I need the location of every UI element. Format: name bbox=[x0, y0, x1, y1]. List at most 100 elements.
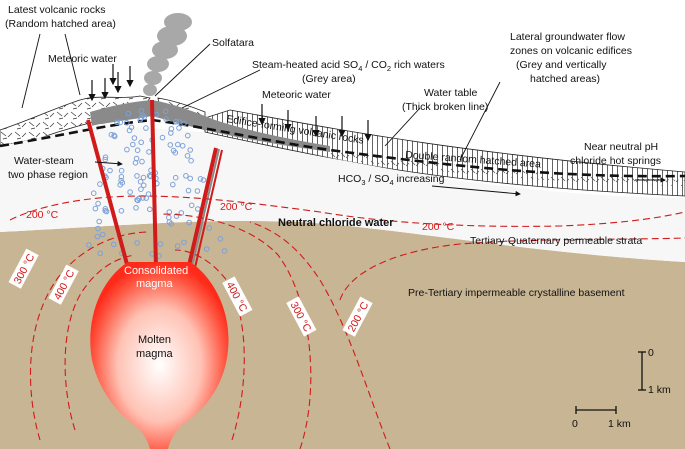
two-phase-bubbles bbox=[86, 108, 228, 259]
conduit-left bbox=[86, 119, 130, 269]
bubble bbox=[107, 167, 113, 174]
label-latest-volcanic-1: Latest volcanic rocks bbox=[8, 4, 105, 16]
isotherm-200-far bbox=[339, 237, 685, 301]
label-steam-heated-2: (Grey area) bbox=[302, 73, 356, 85]
leader-lines bbox=[21, 33, 666, 197]
label-meteoric-left: Meteoric water bbox=[48, 53, 117, 65]
bubble bbox=[170, 181, 176, 188]
bubble bbox=[103, 208, 110, 215]
bubble bbox=[186, 219, 192, 226]
bubble bbox=[124, 146, 130, 153]
bubble bbox=[137, 178, 144, 185]
bubble bbox=[181, 239, 187, 246]
bubble bbox=[102, 156, 108, 163]
scale-horizontal: 0 1 km bbox=[572, 406, 631, 430]
bubble bbox=[108, 131, 115, 138]
bubble bbox=[111, 132, 117, 139]
bubble bbox=[140, 182, 147, 189]
label-latest-volcanic-2: (Random hatched area) bbox=[5, 18, 116, 30]
bubble bbox=[138, 186, 144, 192]
label-solfatara: Solfatara bbox=[212, 37, 254, 49]
bubble bbox=[118, 167, 125, 174]
bubble bbox=[134, 197, 140, 203]
scale-vertical-top: 0 bbox=[648, 347, 654, 359]
label-consolidated-1: Consolidated bbox=[124, 265, 188, 277]
bubble bbox=[183, 173, 189, 179]
bubble bbox=[174, 243, 181, 249]
bubble bbox=[133, 205, 139, 211]
steam-plume bbox=[143, 13, 192, 96]
label-lateral-2: zones on volcanic edifices bbox=[510, 45, 632, 57]
bubble bbox=[200, 177, 207, 183]
bubble bbox=[131, 135, 138, 141]
bubble bbox=[145, 191, 152, 197]
bubble bbox=[173, 118, 179, 125]
label-water-table-2: (Thick broken line) bbox=[402, 101, 488, 113]
bubble bbox=[99, 231, 106, 238]
bubble bbox=[96, 218, 102, 225]
bubble bbox=[143, 125, 149, 131]
bubble bbox=[117, 119, 124, 126]
bubble bbox=[194, 188, 201, 194]
bubble bbox=[167, 142, 174, 148]
label-tertiary: Tertiary-Quaternary permeable strata bbox=[470, 235, 642, 247]
label-molten-1: Molten bbox=[138, 334, 171, 346]
bubble bbox=[102, 206, 109, 212]
isotherm-400-left bbox=[64, 254, 136, 431]
double-hatch-band bbox=[330, 150, 685, 186]
label-consolidated-2: magma bbox=[136, 278, 174, 290]
label-water-table-1: Water table bbox=[424, 87, 477, 99]
bubble bbox=[217, 236, 224, 242]
bubble bbox=[138, 139, 144, 146]
bubble bbox=[170, 147, 177, 154]
bubble bbox=[92, 205, 99, 212]
label-water-steam-2: two phase region bbox=[8, 169, 88, 181]
bubble bbox=[127, 189, 133, 195]
bubble bbox=[126, 127, 133, 134]
bubble bbox=[147, 206, 153, 213]
bubble bbox=[221, 248, 228, 254]
bubble bbox=[119, 179, 126, 186]
isotherm-label-200-mid: 200 °C bbox=[220, 201, 253, 213]
label-near-neutral-2: chloride hot springs bbox=[570, 155, 661, 167]
bubble bbox=[118, 174, 125, 180]
bubble bbox=[97, 181, 103, 187]
bubble bbox=[102, 154, 109, 160]
bubble bbox=[97, 250, 103, 257]
bubble bbox=[172, 174, 179, 181]
bubble bbox=[86, 242, 92, 248]
bubble bbox=[134, 240, 140, 246]
bubble bbox=[134, 173, 140, 179]
bubble bbox=[124, 120, 130, 126]
bubble bbox=[114, 119, 120, 126]
bubble bbox=[133, 155, 140, 162]
conduit-right bbox=[186, 147, 218, 271]
scale-horizontal-right: 1 km bbox=[608, 418, 631, 430]
bubble bbox=[130, 141, 136, 148]
isotherm-label-200-right: 200 °C bbox=[422, 221, 455, 233]
label-meteoric-right: Meteoric water bbox=[262, 89, 331, 101]
bubble bbox=[168, 126, 175, 132]
bubble bbox=[184, 153, 191, 159]
bubble bbox=[185, 187, 192, 194]
bubble bbox=[197, 176, 204, 182]
bubble bbox=[118, 208, 125, 214]
label-lateral-3: (Grey and vertically bbox=[516, 59, 607, 71]
bubble bbox=[206, 225, 212, 231]
isotherm-300-left bbox=[30, 231, 151, 441]
bubble bbox=[188, 157, 194, 164]
bubble bbox=[187, 147, 193, 153]
label-lateral-4: hatched areas) bbox=[530, 73, 600, 85]
label-near-neutral-1: Near neutral pH bbox=[584, 141, 658, 153]
bubble bbox=[134, 147, 141, 153]
bubble bbox=[139, 158, 145, 165]
bubble bbox=[185, 132, 191, 139]
bubble bbox=[175, 141, 181, 148]
isotherm-label-200-left: 200 °C bbox=[26, 209, 59, 221]
bubble bbox=[187, 175, 193, 182]
bubble bbox=[159, 134, 166, 141]
conduit-grey bbox=[190, 148, 220, 272]
scale-horizontal-left: 0 bbox=[572, 418, 578, 430]
